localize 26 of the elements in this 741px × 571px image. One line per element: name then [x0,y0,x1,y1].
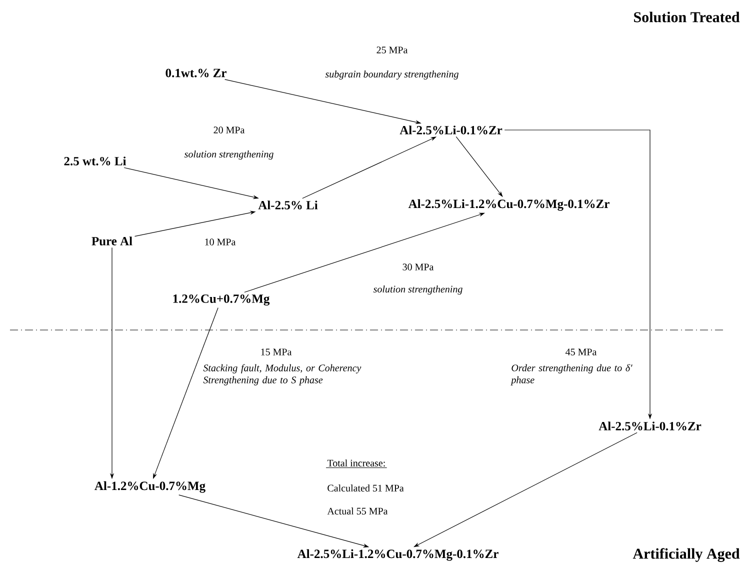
annotation: Stacking fault, Modulus, or Coherency Strengthening due to S phase [203,364,362,386]
annotation: Total increase: [326,459,388,468]
alloy-label: Al-2.5%Li-0.1%Zr [400,126,502,134]
annotation: 15 MPa [261,348,292,356]
alloy-label: Pure Al [92,236,132,246]
alloy-label: Al-2.5%Li-1.2%Cu-0.7%Mg-0.1%Zr [408,199,610,211]
section-heading: Artificially Aged [632,548,740,562]
annotation: 30 MPa [402,264,434,270]
annotation: Actual 55 MPa [327,507,388,515]
annotation: solution strengthening [373,285,462,295]
alloy-label: 0.1wt.% Zr [166,68,226,78]
alloy-label: Al-1.2%Cu-0.7%Mg [94,481,206,493]
annotation: Order strengthening due to δ′ phase [510,364,632,386]
annotation: 45 MPa [566,348,597,356]
section-heading: Solution Treated [634,12,740,22]
annotation: 20 MPa [214,126,245,134]
annotation: 10 MPa [205,238,236,246]
annotation: solution strengthening [184,150,274,160]
annotation: Calculated 51 MPa [328,484,404,492]
alloy-label: 2.5 wt.% Li [64,156,126,166]
alloy-label: Al-2.5% Li [258,200,318,210]
annotation: 25 MPa [376,46,408,54]
alloy-label: 1.2%Cu+0.7%Mg [173,294,270,306]
alloy-label: Al-2.5%Li-1.2%Cu-0.7%Mg-0.1%Zr [297,549,498,561]
alloy-label: Al-2.5%Li-0.1%Zr [598,422,702,430]
annotation: subgrain boundary strengthening [325,70,458,80]
